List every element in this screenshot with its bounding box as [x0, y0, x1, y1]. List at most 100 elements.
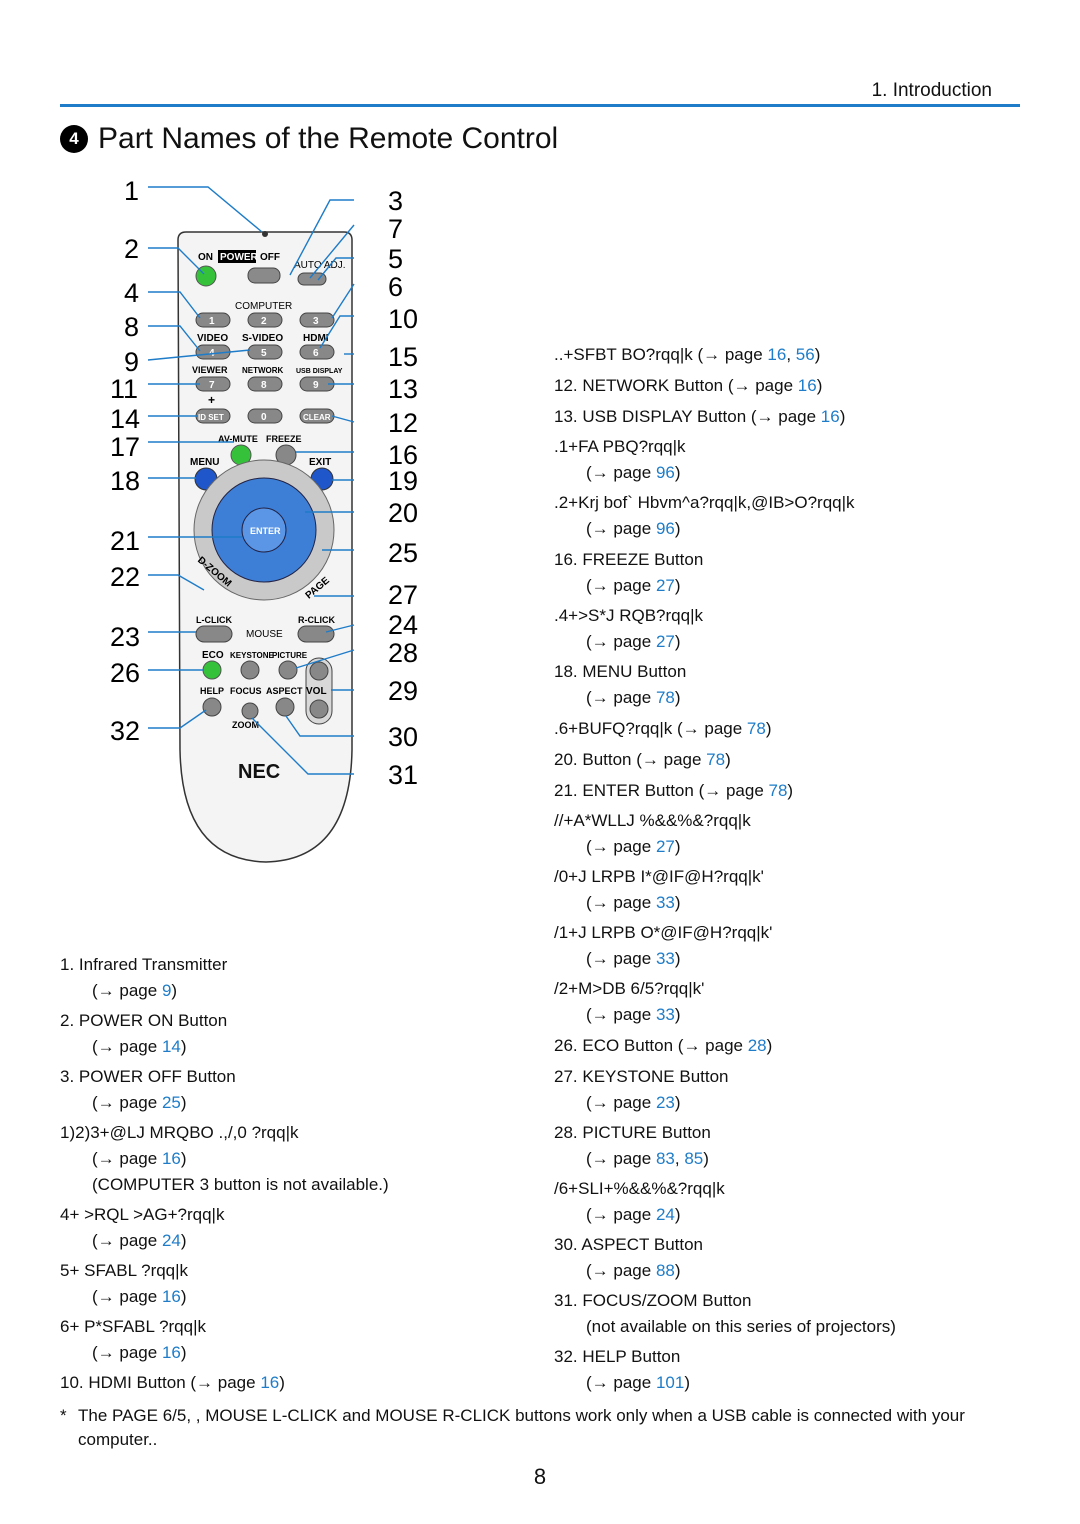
page-ref: (→ page 96)	[586, 519, 681, 538]
list-item-13: 13. USB DISPLAY Button (→ page 16)	[554, 407, 846, 426]
page-link[interactable]: 96	[655, 519, 675, 538]
page-ref: (→ page 9)	[92, 981, 178, 1000]
item-label: 6+ P*SFABL ?rqq|k	[60, 1317, 207, 1336]
page-link[interactable]: 9	[161, 981, 172, 1000]
item-label: /2+M>DB 6/5?rqq|k'	[554, 979, 705, 998]
eco-button	[202, 660, 222, 680]
page-link[interactable]: 33	[655, 893, 675, 912]
list-item-10: 10. HDMI Button (→ page 16)	[60, 1373, 285, 1392]
item-label: 5+ SFABL ?rqq|k	[60, 1261, 189, 1280]
list-item-2: 2. POWER ON Button (→ page 14)	[60, 1008, 227, 1060]
nec-logo: NEC	[238, 761, 280, 783]
page-ref: (→ page 78)	[586, 688, 681, 707]
list-item-18: 18. MENU Button (→ page 78)	[554, 659, 686, 711]
zero-button	[247, 408, 283, 424]
list-item-21: 21. ENTER Button (→ page 78)	[554, 781, 794, 800]
page-link[interactable]: 25	[161, 1093, 181, 1112]
video-label: VIDEO	[197, 333, 228, 344]
callout-18: 18	[110, 466, 140, 496]
page-link[interactable]: 27	[655, 632, 675, 651]
page-ref: (→ page 16)	[92, 1287, 187, 1306]
footnote-text: The PAGE 6/5, , MOUSE L-CLICK and MOUSE …	[78, 1406, 965, 1449]
page-link[interactable]: 28	[747, 1036, 767, 1055]
footnote-star: *	[60, 1406, 67, 1425]
page-link[interactable]: 23	[655, 1093, 675, 1112]
page-link[interactable]: 83	[655, 1149, 675, 1168]
b8-label: 8	[261, 380, 267, 391]
page-link[interactable]: 14	[161, 1037, 181, 1056]
computer-3-button	[299, 312, 335, 328]
page-ref: (→ page 33)	[586, 893, 681, 912]
page-link[interactable]: 27	[655, 837, 675, 856]
page-link[interactable]: 27	[655, 576, 675, 595]
footnote: * The PAGE 6/5, , MOUSE L-CLICK and MOUS…	[60, 1404, 1030, 1452]
aspect-label: ASPECT	[266, 686, 303, 696]
callout-14: 14	[110, 404, 140, 434]
page-link[interactable]: 24	[161, 1231, 181, 1250]
page-link[interactable]: 33	[655, 949, 675, 968]
page-link[interactable]: 85	[684, 1149, 704, 1168]
page-link[interactable]: 16	[797, 376, 817, 395]
page-ref: (→ page 83, 85)	[586, 1149, 709, 1168]
header-rule	[60, 104, 1020, 107]
page-ref: (→ page 23)	[586, 1093, 681, 1112]
callout-10: 10	[388, 304, 418, 334]
hdmi-button	[299, 344, 335, 360]
callout-9: 9	[124, 347, 139, 377]
power-label: POWER	[220, 252, 259, 263]
callout-2: 2	[124, 234, 139, 264]
infrared-transmitter	[262, 231, 268, 237]
page-link[interactable]: 33	[655, 1005, 675, 1024]
page-link[interactable]: 101	[655, 1373, 685, 1392]
callout-32: 32	[110, 716, 140, 746]
callout-7: 7	[388, 214, 403, 244]
page-link[interactable]: 78	[768, 781, 788, 800]
item-label: 3. POWER OFF Button	[60, 1067, 236, 1086]
keystone-button	[240, 660, 260, 680]
item-label: 13. USB DISPLAY Button (→ page	[554, 407, 821, 426]
page-ref: (→ page 25)	[92, 1093, 187, 1112]
list-item-26: 26. ECO Button (→ page 28)	[554, 1036, 773, 1055]
page-link[interactable]: 16	[260, 1373, 280, 1392]
focus-button	[241, 702, 259, 720]
callout-28: 28	[388, 638, 418, 668]
callout-26: 26	[110, 658, 140, 688]
item-label: 18. MENU Button	[554, 662, 687, 681]
item-label: 21. ENTER Button (→ page	[554, 781, 769, 800]
item-label: 16. FREEZE Button	[554, 550, 704, 569]
item-label: 31. FOCUS/ZOOM Button	[554, 1291, 752, 1310]
page-link[interactable]: 78	[746, 719, 766, 738]
item-label: 32. HELP Button	[554, 1347, 681, 1366]
page-link[interactable]: 78	[655, 688, 675, 707]
list-item-25: /2+M>DB 6/5?rqq|k' (→ page 33)	[554, 976, 704, 1028]
page-link[interactable]: 16	[161, 1287, 181, 1306]
callout-lines	[147, 186, 355, 775]
page-link[interactable]: 16	[161, 1149, 181, 1168]
item-label: //+A*WLLJ %&&%&?rqq|k	[554, 811, 751, 830]
aspect-button	[275, 697, 295, 717]
page-link[interactable]: 56	[795, 345, 815, 364]
hdmi-label: HDMI	[303, 333, 329, 344]
list-item-1: 1. Infrared Transmitter (→ page 9)	[60, 952, 227, 1004]
list-item-3: 3. POWER OFF Button (→ page 25)	[60, 1064, 236, 1116]
page-link[interactable]: 16	[767, 345, 787, 364]
zoom-label: ZOOM	[232, 720, 259, 730]
mouse-label: MOUSE	[246, 629, 283, 640]
page-link[interactable]: 24	[655, 1205, 675, 1224]
list-item-16: 16. FREEZE Button (→ page 27)	[554, 547, 703, 599]
callout-27: 27	[388, 580, 418, 610]
callout-15: 15	[388, 342, 418, 372]
vol-label: VOL	[306, 686, 327, 697]
b9-label: 9	[313, 380, 319, 391]
page-link[interactable]: 78	[706, 750, 726, 769]
page-link[interactable]: 16	[820, 407, 840, 426]
l-click-label: L-CLICK	[196, 615, 232, 625]
list-item-32: 32. HELP Button (→ page 101)	[554, 1344, 690, 1396]
page-link[interactable]: 88	[655, 1261, 675, 1280]
list-item-27: 27. KEYSTONE Button (→ page 23)	[554, 1064, 729, 1116]
page-ref: (→ page 27)	[586, 837, 681, 856]
item-label: 4+ >RQL >AG+?rqq|k	[60, 1205, 225, 1224]
page-link[interactable]: 96	[655, 463, 675, 482]
callout-5: 5	[388, 244, 403, 274]
page-link[interactable]: 16	[161, 1343, 181, 1362]
